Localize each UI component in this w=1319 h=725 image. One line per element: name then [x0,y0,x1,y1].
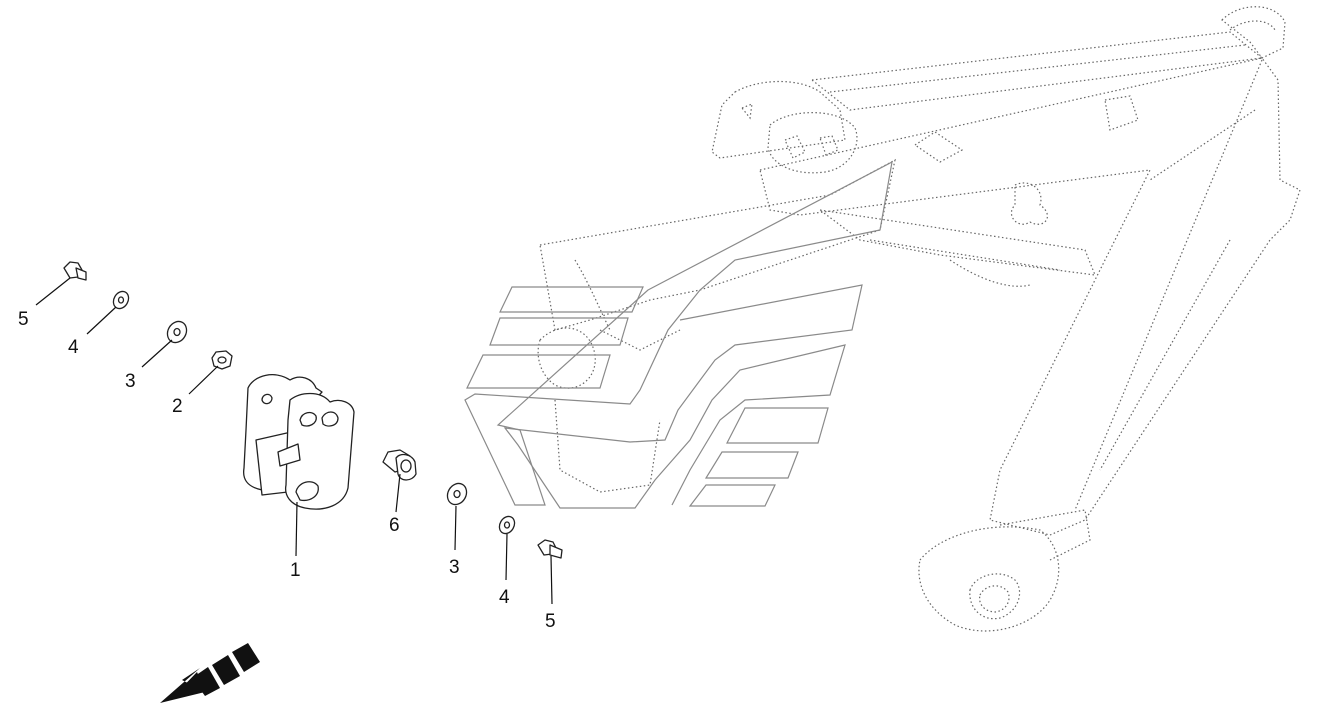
washer-small-left [112,290,130,310]
boom-frame-ghost [537,6,1301,632]
callout-4-right: 4 [499,587,510,608]
leader-lines [35,277,553,605]
callout-4-left: 4 [68,337,79,358]
boom-decal-outline [464,160,893,509]
callout-6: 6 [389,515,400,536]
collar-nut-part [382,449,417,481]
callout-labels: 5 4 3 2 1 6 3 4 5 [18,309,556,632]
front-direction-arrow-icon [160,643,260,703]
bolt-left [63,261,87,281]
hex-nut-part [211,350,233,370]
callout-5-right: 5 [545,611,556,632]
callout-3-left: 3 [125,371,136,392]
hinge-bracket-part [242,374,355,510]
washer-small-right [498,515,516,535]
callout-5-left: 5 [18,309,29,330]
washer-large-left [166,320,188,344]
callout-3-right: 3 [449,557,460,578]
washer-large-right [446,482,468,506]
callout-1: 1 [290,560,301,581]
callout-2: 2 [172,396,183,417]
bolt-right [537,539,563,559]
